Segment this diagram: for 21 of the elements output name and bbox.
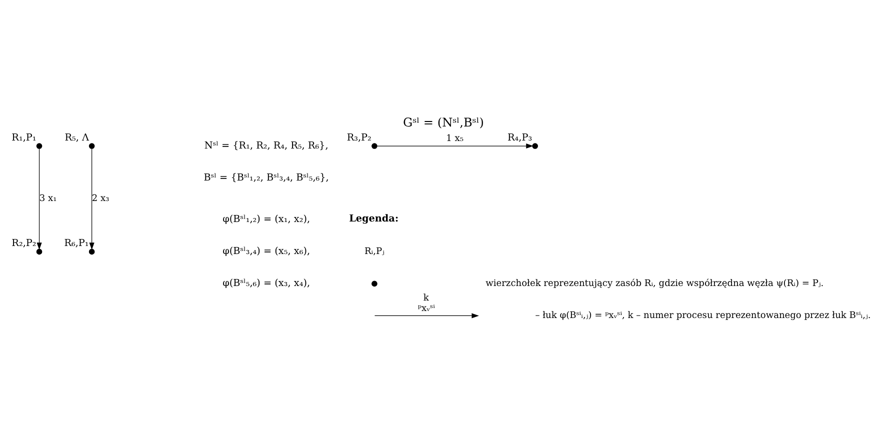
node-label: R₄,P₃: [508, 132, 532, 144]
diagram-title: Gˢˡ = (Nˢˡ,Bˢˡ): [402, 115, 484, 130]
node-label: R₅, Λ: [64, 132, 89, 144]
node-label: R₂,P₂: [12, 238, 36, 249]
node-label: R₆,P₁: [64, 238, 89, 249]
node-label: R₃,P₂: [346, 132, 372, 144]
node-label: R₁,P₁: [12, 132, 36, 144]
legend-label: – łuk φ(Bˢⁱᵢ,ⱼ) = ᵖxᵥˢⁱ, k – numer procesu reprezentowanego przez łuk Bˢⁱᵢ,ⱼ.: [535, 310, 871, 321]
label: Nˢˡ = {R₁, R₂, R₄, R₅, R₆},: [204, 140, 328, 152]
label: φ(Bˢˡ₅,₆) = (x₃, x₄),: [222, 278, 310, 289]
edge-label: 2 x₃: [92, 194, 110, 204]
label: φ(Bˢˡ₃,₄) = (x₅, x₆),: [222, 246, 310, 257]
edge-label: 3 x₁: [39, 194, 57, 204]
label: φ(Bˢˡ₁,₂) = (x₁, x₂),: [222, 214, 310, 225]
edge-label: 1 x₅: [446, 134, 464, 144]
label: Bˢˡ = {Bˢˡ₁,₂, Bˢˡ₃,₄, Bˢˡ₅,₆},: [204, 172, 329, 184]
label: k: [423, 294, 429, 304]
label: Legenda:: [349, 213, 399, 224]
legend-label: wierzchołek reprezentujący zasób Rᵢ, gdzie współrzędna węzła ψ(Rᵢ) = Pⱼ.: [486, 278, 824, 289]
label: ᵖxᵥˢⁱ: [418, 304, 435, 314]
label: Rᵢ,Pⱼ: [364, 246, 384, 257]
